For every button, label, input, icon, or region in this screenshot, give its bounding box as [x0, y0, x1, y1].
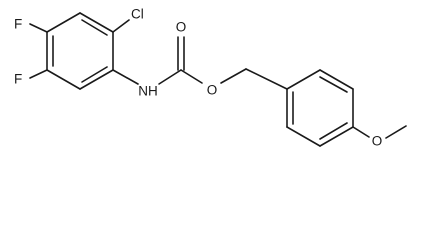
atom-o-ester: O — [207, 83, 218, 98]
c-f-upper-bond — [29, 23, 48, 33]
atom-cl: Cl — [131, 7, 144, 22]
ring-a-bond-4 — [46, 69, 81, 90]
c-f-lower-bond — [29, 69, 48, 79]
atom-f-lower: F — [14, 72, 22, 87]
atom-o-methoxy: O — [372, 134, 383, 149]
ring-a-bond-3 — [79, 69, 114, 90]
c-o-methoxy-bond — [352, 126, 370, 138]
ring-b-bond-5-inner — [319, 76, 348, 93]
methoxyphenyl-ring — [286, 69, 354, 147]
ch2-ring-bond — [245, 68, 288, 90]
n-c-carbonyl-bond — [158, 69, 182, 85]
ring-b-bond-3-inner — [319, 122, 348, 140]
ring-a-bond-6 — [46, 12, 81, 33]
ring-b-bond-6 — [286, 69, 321, 90]
c-n-bond — [112, 69, 139, 85]
chemical-structure-diagram: F F Cl O NH O O — [14, 7, 407, 149]
ring-b-bond-3 — [319, 126, 354, 147]
atom-f-upper: F — [14, 17, 22, 32]
difluoro-chlorophenyl-ring — [46, 12, 114, 90]
c-o-ester-bond — [180, 69, 203, 84]
o-ch3-bond — [385, 125, 407, 139]
atom-o-carbonyl: O — [176, 20, 187, 35]
ring-b-bond-5 — [319, 69, 354, 90]
ring-a-bond-3-inner — [81, 66, 108, 83]
o-ch2-bond — [220, 68, 247, 84]
ring-a-bond-1 — [79, 12, 114, 33]
ring-a-bond-1-inner — [81, 19, 108, 36]
atom-nh: NH — [138, 84, 158, 99]
ring-b-bond-2 — [286, 126, 321, 147]
c-cl-bond — [112, 19, 130, 33]
